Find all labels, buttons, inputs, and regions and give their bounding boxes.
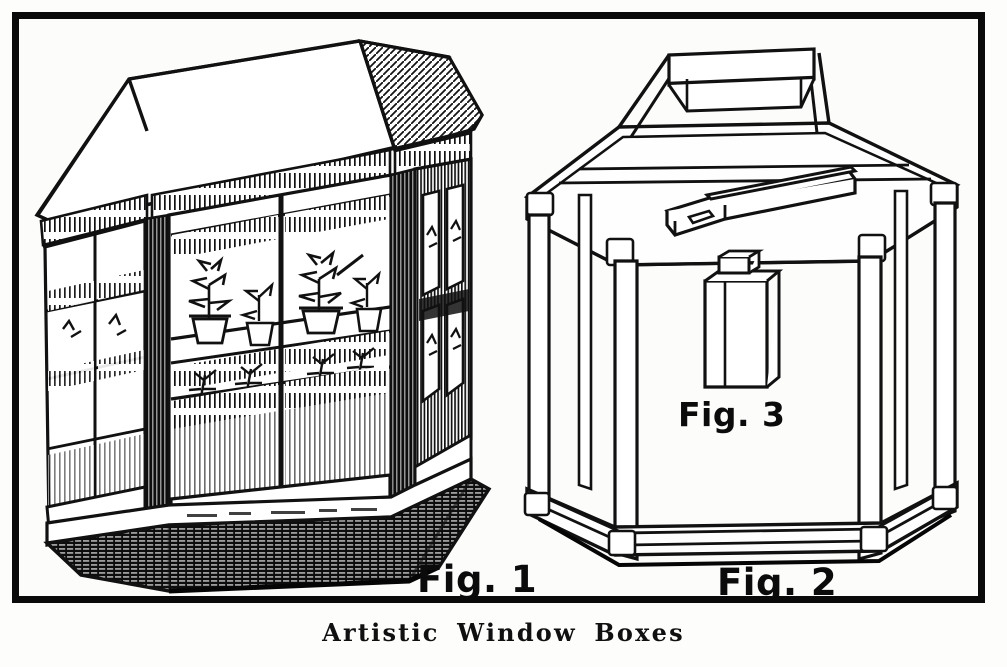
fig1-plants-lower [188, 347, 375, 398]
fig2-posts [527, 189, 957, 562]
fig2-top-frame [525, 181, 959, 267]
fig1-plants-upper-left [188, 256, 275, 347]
figure-2-artwork [523, 47, 961, 568]
fig2-bottom-frame [523, 480, 959, 568]
fig1-right-corner-post [389, 167, 417, 504]
fig1-left-corner-post [143, 213, 171, 513]
fig3-lap-rail [664, 165, 859, 237]
figure-1-artwork [34, 39, 492, 594]
figures-artwork [34, 39, 961, 594]
illustration-plate: Fig. 1 Fig. 2 Fig. 3 [12, 12, 985, 603]
plate-caption: Artistic Window Boxes [322, 618, 685, 647]
fig1-right-face [413, 157, 473, 493]
fig1-plants-upper-right [297, 249, 383, 335]
fig1-plinth [43, 477, 492, 594]
figure-3-artwork [664, 165, 859, 389]
figure-1-label: Fig. 1 [417, 558, 538, 601]
figure-2-label: Fig. 2 [717, 561, 838, 603]
fig1-front-face [167, 173, 393, 519]
fig3-tenon-post [703, 249, 784, 389]
figure-3-label: Fig. 3 [678, 395, 786, 434]
fig1-left-face [43, 218, 147, 531]
